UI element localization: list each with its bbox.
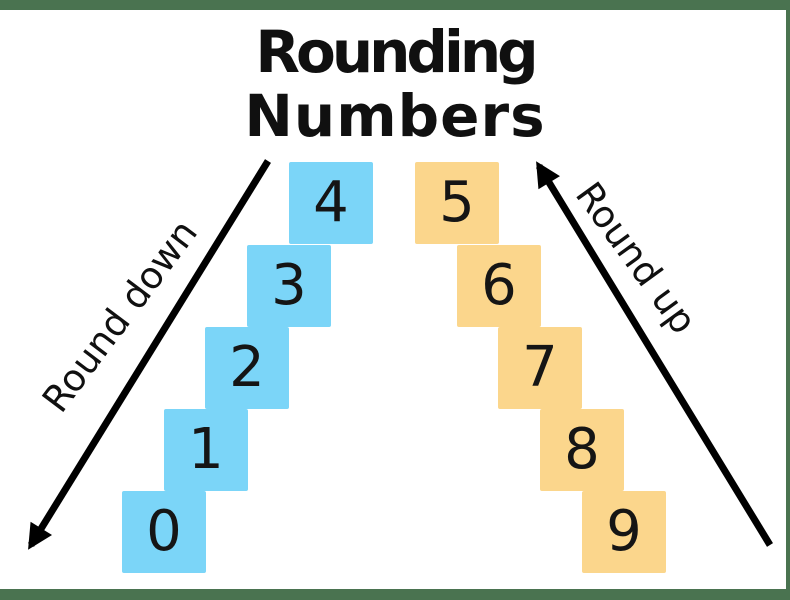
- step-digit-3: 3: [271, 253, 307, 318]
- step-block-9: 9: [582, 491, 666, 573]
- step-block-2: 2: [205, 327, 289, 409]
- step-digit-2: 2: [229, 335, 265, 400]
- step-digit-8: 8: [564, 417, 600, 482]
- step-digit-6: 6: [481, 253, 517, 318]
- step-block-5: 5: [415, 162, 499, 244]
- step-digit-4: 4: [313, 170, 349, 235]
- step-digit-0: 0: [146, 499, 182, 564]
- step-digit-1: 1: [188, 417, 224, 482]
- round-down-arrow-icon: [28, 159, 271, 550]
- step-block-1: 1: [164, 409, 248, 491]
- title-line-1: Rounding: [255, 18, 538, 86]
- frame-border-bottom: [0, 589, 790, 600]
- frame-border-top: [0, 0, 790, 10]
- step-block-3: 3: [247, 245, 331, 327]
- step-block-6: 6: [457, 245, 541, 327]
- round-up-arrow-icon: [536, 161, 773, 547]
- step-block-4: 4: [289, 162, 373, 244]
- step-digit-5: 5: [439, 170, 475, 235]
- step-block-0: 0: [122, 491, 206, 573]
- step-digit-9: 9: [606, 499, 642, 564]
- step-block-8: 8: [540, 409, 624, 491]
- step-digit-7: 7: [522, 335, 558, 400]
- poster-title: Rounding Numbers: [0, 20, 790, 148]
- step-block-7: 7: [498, 327, 582, 409]
- title-line-2: Numbers: [244, 82, 546, 150]
- frame-border-right: [786, 0, 790, 600]
